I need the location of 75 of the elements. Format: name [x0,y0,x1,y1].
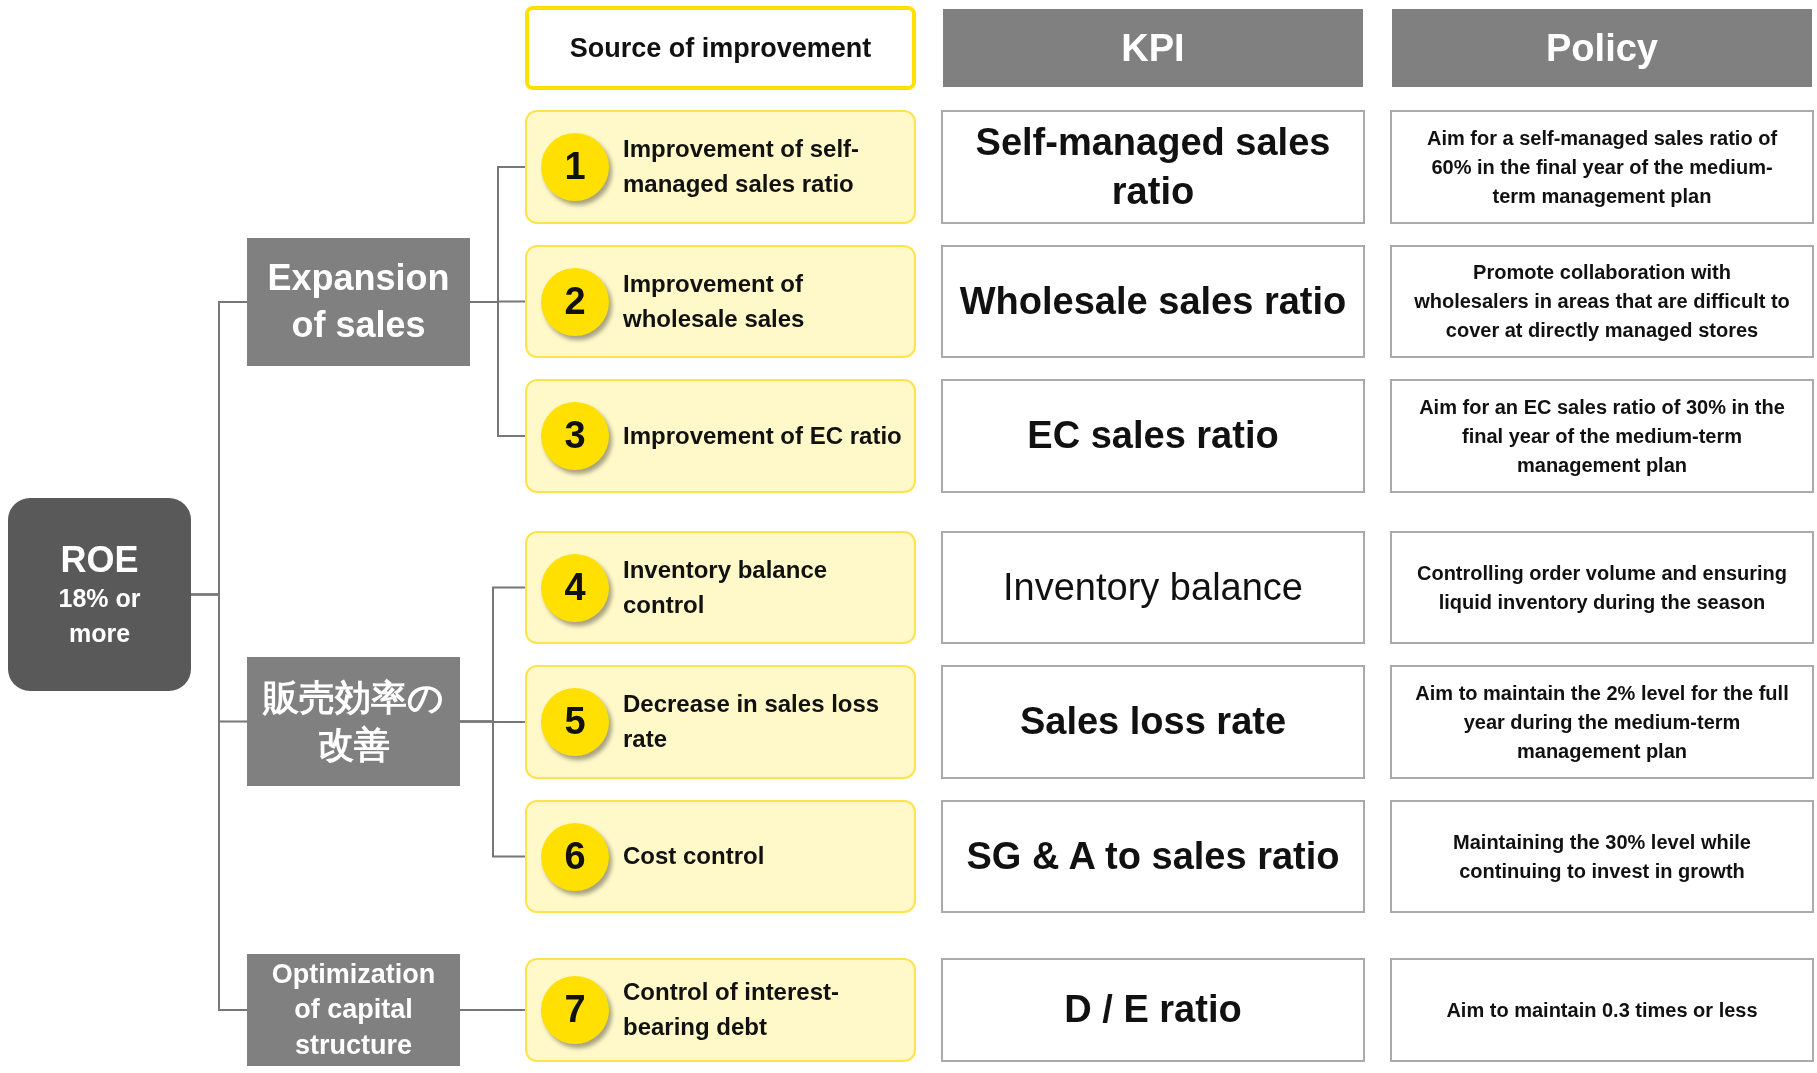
number-label: 5 [564,699,586,745]
box-text: Promote collaboration with wholesalers in areas that are difficult to cover at directly managed stores [1414,260,1790,343]
box-text: Improvement of wholesale sales [623,268,806,334]
box-text: Wholesale sales ratio [959,278,1347,324]
kpi-box [941,110,1365,224]
box-text: Cost control [623,841,765,872]
box-text: Decrease in sales loss rate [623,689,881,754]
kpi-box [941,531,1365,644]
goal-box [8,498,191,691]
policy-box [1390,531,1814,644]
box-text: Aim to maintain 0.3 times or less [1446,997,1758,1023]
number-label: 6 [564,833,586,879]
category-box [247,954,460,1066]
column-header [943,9,1363,87]
policy-box [1390,665,1814,779]
policy-box [1390,958,1814,1062]
box-text: Improvement of self-managed sales ratio [623,134,861,199]
number-label: 1 [564,144,586,190]
kpi-box [941,379,1365,493]
number-circle [541,822,609,891]
policy-box [1390,110,1814,224]
box-text: 販売効率の改善 [261,675,445,767]
source-box [525,800,916,913]
category-box [247,657,460,786]
box-text: Aim for a self-managed sales ratio of 60% in the final year of the medium-term management plan [1425,125,1779,209]
box-text: Improvement of EC ratio [623,420,902,451]
category-box [247,238,470,366]
box-text: EC sales ratio [1027,413,1279,459]
source-box [525,110,916,224]
box-text: Sales loss rate [1019,699,1287,745]
number-circle [541,976,609,1044]
box-text: D / E ratio [1064,987,1242,1033]
box-text: Controlling order volume and ensuring liquid inventory during the season [1416,560,1788,615]
box-text: Expansion of sales [266,256,451,347]
goal-title: ROE [60,538,139,581]
policy-box [1390,379,1814,493]
goal-target: 18% or more [57,582,142,649]
policy-box [1390,800,1814,913]
connector-line [459,720,526,858]
column-header [525,6,916,90]
number-circle [541,553,609,622]
source-box [525,245,916,358]
connector-line [459,1009,526,1011]
box-text: Policy [1546,26,1658,70]
box-text: Aim to maintain the 2% level for the full year during the medium-term management plan [1414,680,1790,764]
source-box [525,665,916,779]
policy-box [1390,245,1814,358]
source-box [525,531,916,644]
box-text: Control of interest-bearing debt [623,977,840,1042]
box-text: Source of improvement [569,32,872,64]
kpi-box [941,958,1365,1062]
number-circle [541,133,609,201]
number-circle [541,402,609,470]
box-text: Maintaining the 30% level while continuing to invest in growth [1452,829,1752,884]
source-box [525,958,916,1062]
kpi-box [941,800,1365,913]
source-box [525,379,916,493]
number-circle [541,688,609,756]
box-text: Inventory balance [1003,566,1303,609]
number-circle [541,267,609,336]
kpi-box [941,245,1365,358]
box-text: Inventory balance control [623,554,829,620]
box-text: Optimization of capital structure [270,958,437,1062]
number-label: 2 [564,278,586,324]
box-text: Self-managed sales ratio [974,119,1332,214]
connector-line [190,593,248,1011]
box-text: SG & A to sales ratio [966,833,1340,879]
connector-line [469,301,526,437]
number-label: 7 [564,987,586,1033]
box-text: Aim for an EC sales ratio of 30% in the final year of the medium-term management plan [1418,394,1786,478]
number-label: 3 [564,413,586,459]
number-label: 4 [564,564,586,610]
kpi-box [941,665,1365,779]
column-header [1392,9,1812,87]
box-text: KPI [1121,26,1185,70]
